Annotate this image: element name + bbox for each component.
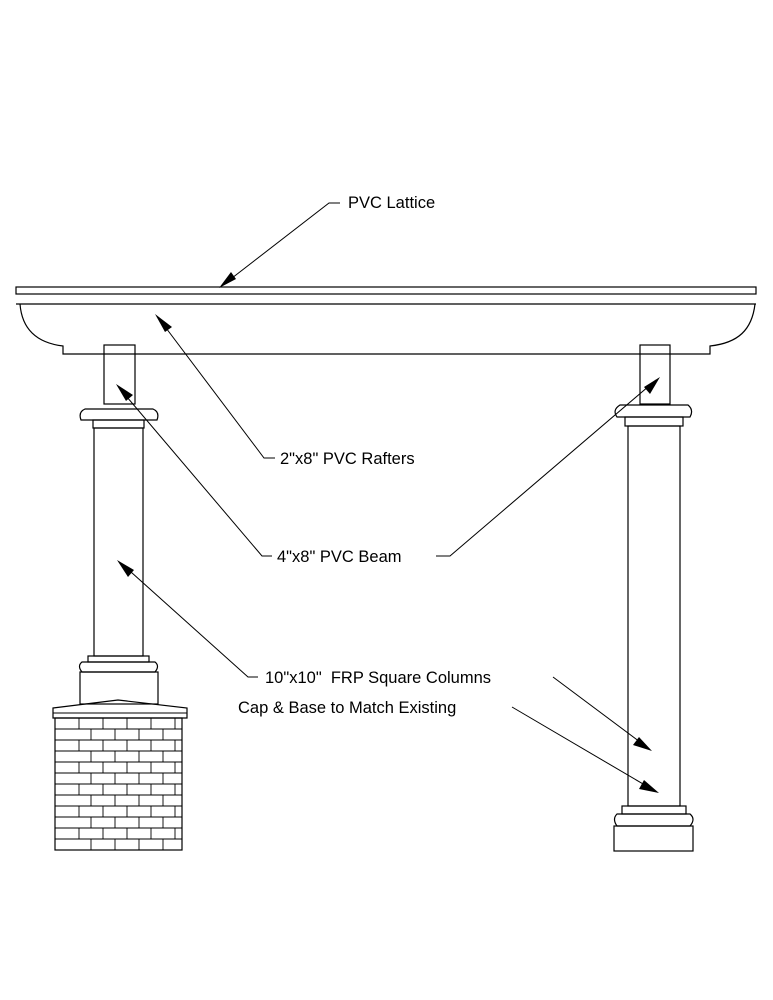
brick-pier bbox=[52, 699, 188, 851]
label-pvc-lattice: PVC Lattice bbox=[348, 194, 435, 212]
pvc-rafter-profile bbox=[19, 303, 756, 355]
left-column bbox=[78, 408, 159, 705]
label-pvc-beam: 4"x8" PVC Beam bbox=[277, 548, 402, 566]
pvc-lattice bbox=[15, 286, 757, 305]
pvc-beam-ends bbox=[103, 344, 671, 405]
label-pvc-rafters: 2"x8" PVC Rafters bbox=[280, 450, 415, 468]
label-frp-columns: 10"x10" FRP Square Columns bbox=[265, 669, 491, 687]
label-cap-base: Cap & Base to Match Existing bbox=[238, 699, 456, 717]
annotations: PVC Lattice 2"x8" PVC Rafters 4"x8" PVC … bbox=[238, 194, 491, 717]
brick-coursing bbox=[55, 718, 182, 850]
leader-lines bbox=[116, 202, 660, 793]
right-column bbox=[613, 404, 694, 852]
